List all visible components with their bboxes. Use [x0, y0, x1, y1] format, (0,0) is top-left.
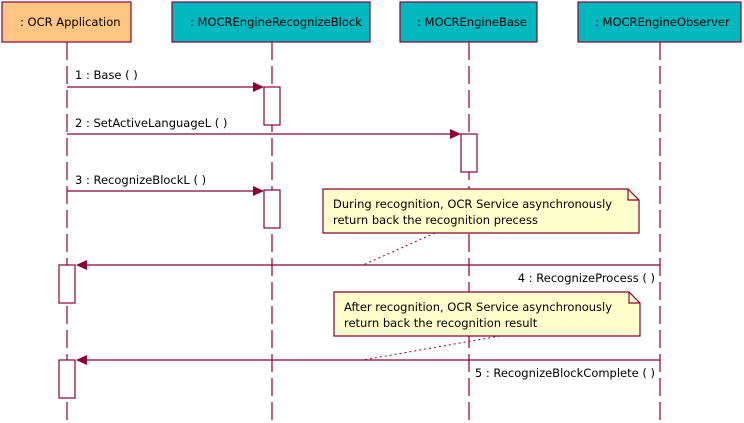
note-text-line: After recognition, OCR Service asynchron… — [344, 300, 612, 314]
message-4[interactable]: 4 : RecognizeProcess ( ) — [76, 260, 660, 285]
note-anchor-line — [362, 335, 501, 361]
arrowhead-icon — [253, 82, 264, 92]
arrowhead-icon — [450, 129, 461, 139]
note-text-line: During recognition, OCR Service asynchro… — [333, 197, 612, 211]
message-label: 2 : SetActiveLanguageL ( ) — [75, 116, 227, 130]
arrowhead-icon — [76, 260, 87, 270]
message-label: 1 : Base ( ) — [75, 68, 138, 82]
arrowhead-icon — [253, 186, 264, 196]
message-label: 4 : RecognizeProcess ( ) — [518, 271, 655, 285]
message-5[interactable]: 5 : RecognizeBlockComplete ( ) — [76, 355, 660, 380]
participant-ocr-application[interactable]: : OCR Application — [1, 1, 132, 43]
message-3[interactable]: 3 : RecognizeBlockL ( ) — [67, 173, 264, 196]
participant-label: : MOCREngineObserver — [595, 15, 730, 29]
participant-label: : MOCREngineRecognizeBlock — [190, 15, 362, 29]
participant-label: : MOCREngineBase — [417, 15, 527, 29]
activation-bar — [263, 189, 281, 229]
activation-bar — [58, 359, 76, 399]
note-fold-icon — [627, 189, 639, 201]
message-1[interactable]: 1 : Base ( ) — [67, 68, 264, 92]
message-label: 3 : RecognizeBlockL ( ) — [75, 173, 206, 187]
participant-mocr-engine-observer[interactable]: : MOCREngineObserver — [577, 1, 742, 43]
activation-bar — [58, 264, 76, 304]
note-fold-icon — [628, 292, 640, 304]
message-2[interactable]: 2 : SetActiveLanguageL ( ) — [67, 116, 461, 139]
activation-bar — [263, 86, 281, 126]
note-during-recognition[interactable]: During recognition, OCR Service asynchro… — [322, 188, 640, 266]
note-text-line: return back the recognition result — [344, 316, 538, 330]
note-text-line: return back the recognition precess — [333, 213, 538, 227]
participant-mocr-engine-base[interactable]: : MOCREngineBase — [399, 1, 538, 43]
participant-mocr-engine-recognize-block[interactable]: : MOCREngineRecognizeBlock — [171, 1, 371, 43]
activation-bars — [58, 86, 478, 399]
activation-bar — [460, 133, 478, 173]
note-after-recognition[interactable]: After recognition, OCR Service asynchron… — [333, 291, 641, 361]
message-label: 5 : RecognizeBlockComplete ( ) — [475, 366, 655, 380]
arrowhead-icon — [76, 355, 87, 365]
participant-label: : OCR Application — [20, 15, 121, 29]
note-anchor-line — [362, 232, 436, 266]
